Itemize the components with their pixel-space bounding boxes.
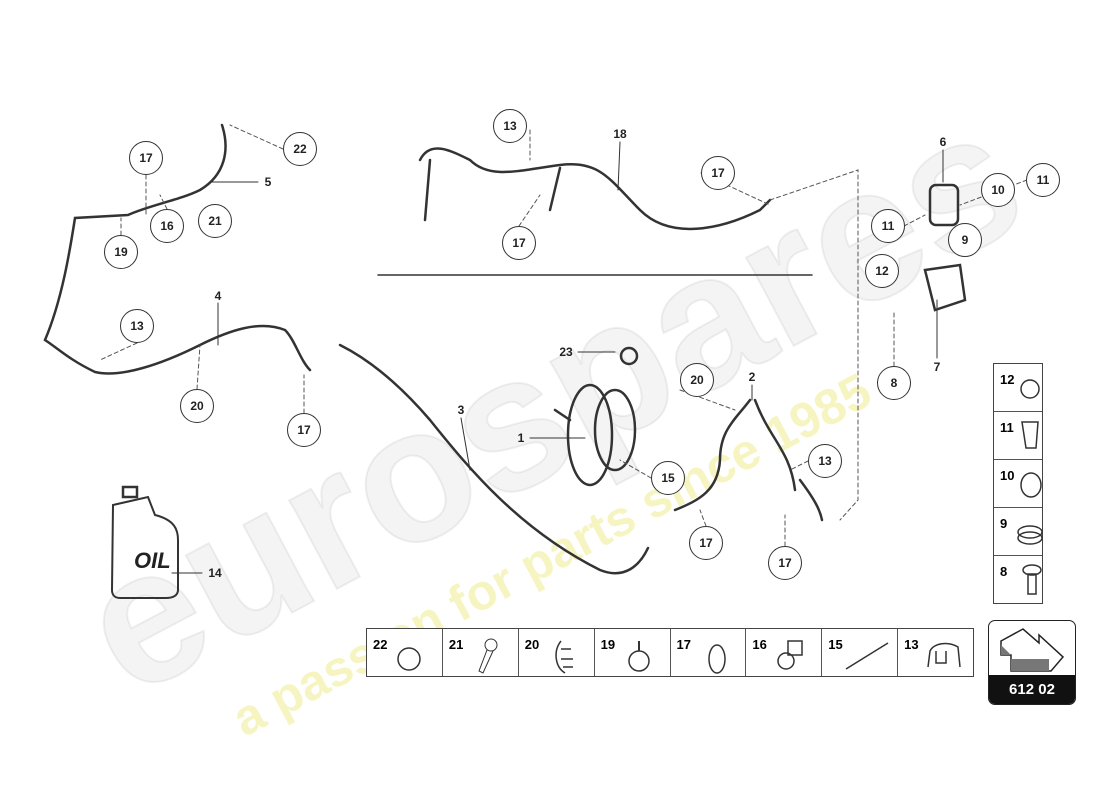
callout-17[interactable]: 17	[129, 141, 163, 175]
parts-column: 12 11 10 9 8	[993, 363, 1043, 604]
part-number: 13	[904, 637, 919, 652]
leader-lines	[99, 124, 1028, 547]
hose-clamp-icon	[397, 647, 421, 671]
grommet-icon	[1020, 379, 1040, 399]
part-number: 11	[1000, 420, 1014, 435]
part-number: 16	[752, 637, 767, 652]
pipe-clip-icon	[555, 640, 573, 674]
bolt-icon	[1022, 564, 1042, 595]
part-cell-20[interactable]: 20	[519, 629, 595, 676]
part-cell-16[interactable]: 16	[746, 629, 823, 676]
part-number: 12	[1000, 372, 1015, 387]
callout-19[interactable]: 19	[104, 235, 138, 269]
spring-clamp-icon	[707, 644, 726, 674]
pipe-3	[338, 343, 650, 575]
callout-23[interactable]: 23	[559, 345, 573, 359]
part-cell-19[interactable]: 19	[595, 629, 671, 676]
callout-2[interactable]: 2	[748, 370, 756, 384]
callout-17[interactable]: 17	[768, 546, 802, 580]
callout-21[interactable]: 21	[198, 204, 232, 238]
callout-7[interactable]: 7	[933, 360, 941, 374]
callout-18[interactable]: 18	[613, 127, 627, 141]
callout-4[interactable]: 4	[214, 289, 222, 303]
part-number: 19	[600, 637, 616, 652]
callout-17[interactable]: 17	[287, 413, 321, 447]
part-number: 8	[1000, 564, 1008, 579]
parts-strip: 22 21 20 19 17 16 15 13	[366, 628, 974, 677]
pump-6	[923, 183, 967, 312]
part-cell-17[interactable]: 17	[671, 629, 747, 676]
callout-9[interactable]: 9	[948, 223, 982, 257]
callout-17[interactable]: 17	[701, 156, 735, 190]
cap-icon	[1020, 472, 1042, 498]
bracket-clip-icon	[927, 642, 961, 668]
cable-tie-icon	[845, 642, 889, 670]
diagram-reference-badge: 612 02	[988, 620, 1076, 705]
callout-12[interactable]: 12	[865, 254, 899, 288]
oil-bottle-icon	[110, 485, 179, 599]
callout-16[interactable]: 16	[150, 209, 184, 243]
diagram-code: 612 02	[989, 675, 1075, 704]
part-cell-15[interactable]: 15	[822, 629, 899, 676]
pipe-18	[418, 147, 772, 231]
part-cell-11[interactable]: 11	[994, 412, 1042, 460]
pipe-5	[43, 123, 312, 375]
callout-13[interactable]: 13	[808, 444, 842, 478]
part-number: 22	[373, 637, 388, 652]
part-number: 17	[676, 637, 691, 652]
callout-20[interactable]: 20	[680, 363, 714, 397]
callout-11[interactable]: 11	[1026, 163, 1060, 197]
part-cell-13[interactable]: 13	[898, 629, 973, 676]
callout-10[interactable]: 10	[981, 173, 1015, 207]
part-number: 21	[448, 637, 464, 652]
seal-ring-icon	[1017, 525, 1043, 545]
callout-20[interactable]: 20	[180, 389, 214, 423]
callout-8[interactable]: 8	[877, 366, 911, 400]
clip-icon	[627, 641, 650, 672]
leader-solid	[171, 141, 944, 574]
callout-6[interactable]: 6	[939, 135, 947, 149]
callout-15[interactable]: 15	[651, 461, 685, 495]
callout-3[interactable]: 3	[457, 403, 465, 417]
direction-arrow-icon	[1000, 628, 1065, 672]
part-cell-9[interactable]: 9	[994, 508, 1043, 556]
callout-17[interactable]: 17	[689, 526, 723, 560]
part-cell-22[interactable]: 22	[367, 629, 443, 676]
callout-22[interactable]: 22	[283, 132, 317, 166]
part-cell-8[interactable]: 8	[994, 556, 1042, 604]
callout-1[interactable]: 1	[517, 431, 525, 445]
pipe-2	[673, 398, 824, 522]
callout-13[interactable]: 13	[120, 309, 154, 343]
oil-label: OIL	[134, 548, 171, 573]
part-number: 15	[828, 637, 843, 652]
part-cell-10[interactable]: 10	[994, 460, 1042, 508]
screw-icon	[478, 638, 498, 674]
callout-14[interactable]: 14	[208, 566, 222, 580]
callout-5[interactable]: 5	[264, 175, 272, 189]
callout-11[interactable]: 11	[871, 209, 905, 243]
double-clip-icon	[777, 640, 804, 670]
part-cell-12[interactable]: 12	[994, 364, 1042, 412]
part-cell-21[interactable]: 21	[443, 629, 519, 676]
callout-13[interactable]: 13	[493, 109, 527, 143]
part-number: 9	[1000, 516, 1008, 531]
brake-booster	[553, 346, 639, 487]
callout-17[interactable]: 17	[502, 226, 536, 260]
holder-icon	[1021, 421, 1039, 449]
part-number: 20	[524, 637, 540, 652]
part-number: 10	[1000, 468, 1015, 483]
